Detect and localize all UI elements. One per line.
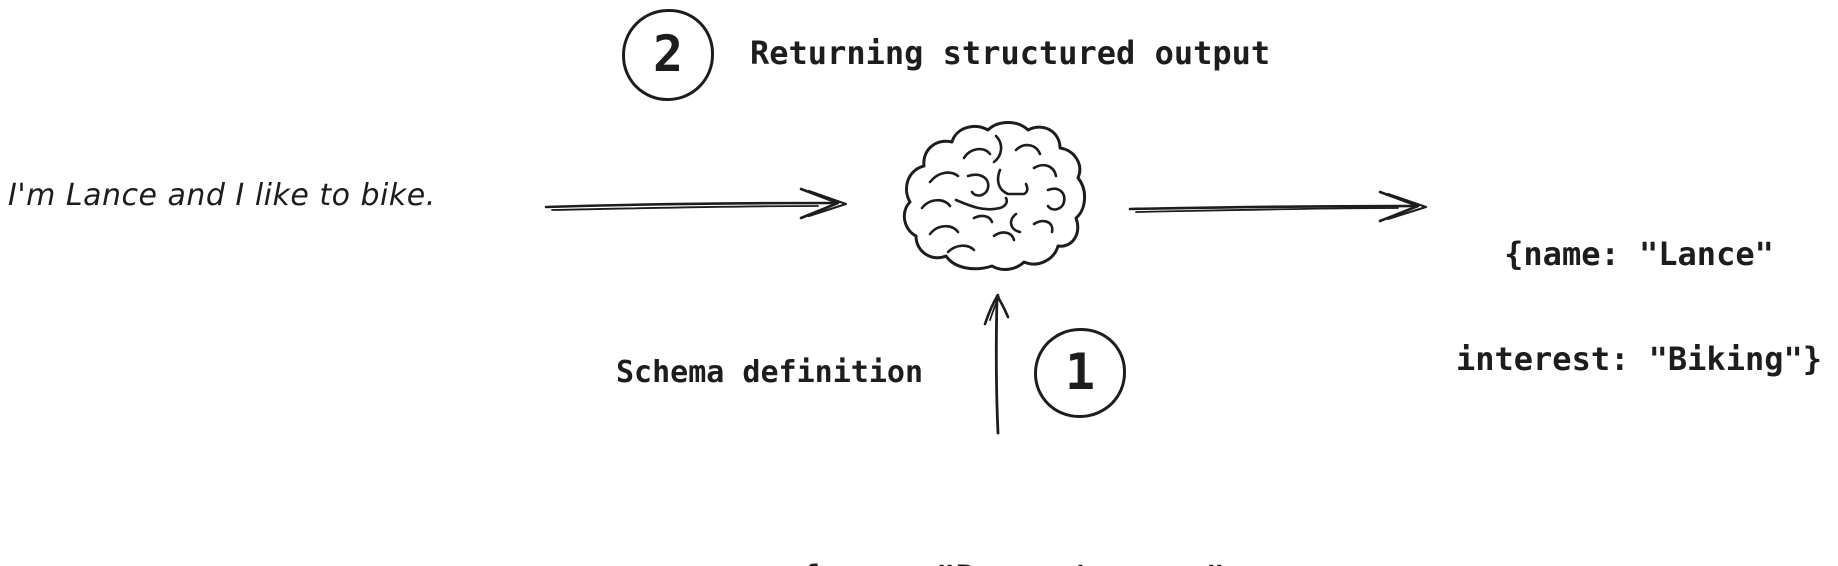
input-message-text: I'm Lance and I like to bike. bbox=[8, 178, 436, 213]
output-arrow bbox=[1128, 190, 1428, 223]
structured-output-line1: {name: "Lance" bbox=[1504, 235, 1774, 273]
schema-definition-block: {name: "Person's name" interest: "Person… bbox=[713, 490, 1313, 566]
structured-output-block: {name: "Lance" interest: "Biking"} bbox=[1440, 167, 1838, 447]
schema-arrow bbox=[983, 293, 1010, 435]
schema-definition-line1: {name: "Person's name" bbox=[713, 560, 1313, 566]
input-arrow bbox=[544, 187, 848, 220]
step-1-number: 1 bbox=[1064, 343, 1096, 401]
diagram-title: Returning structured output bbox=[750, 34, 1271, 72]
step-1-badge: 1 bbox=[1034, 328, 1126, 418]
structured-output-line2: interest: "Biking"} bbox=[1455, 340, 1823, 378]
brain-icon bbox=[902, 121, 1086, 271]
step-2-number: 2 bbox=[652, 25, 684, 83]
schema-definition-label: Schema definition bbox=[616, 355, 924, 390]
step-2-badge: 2 bbox=[622, 9, 714, 101]
